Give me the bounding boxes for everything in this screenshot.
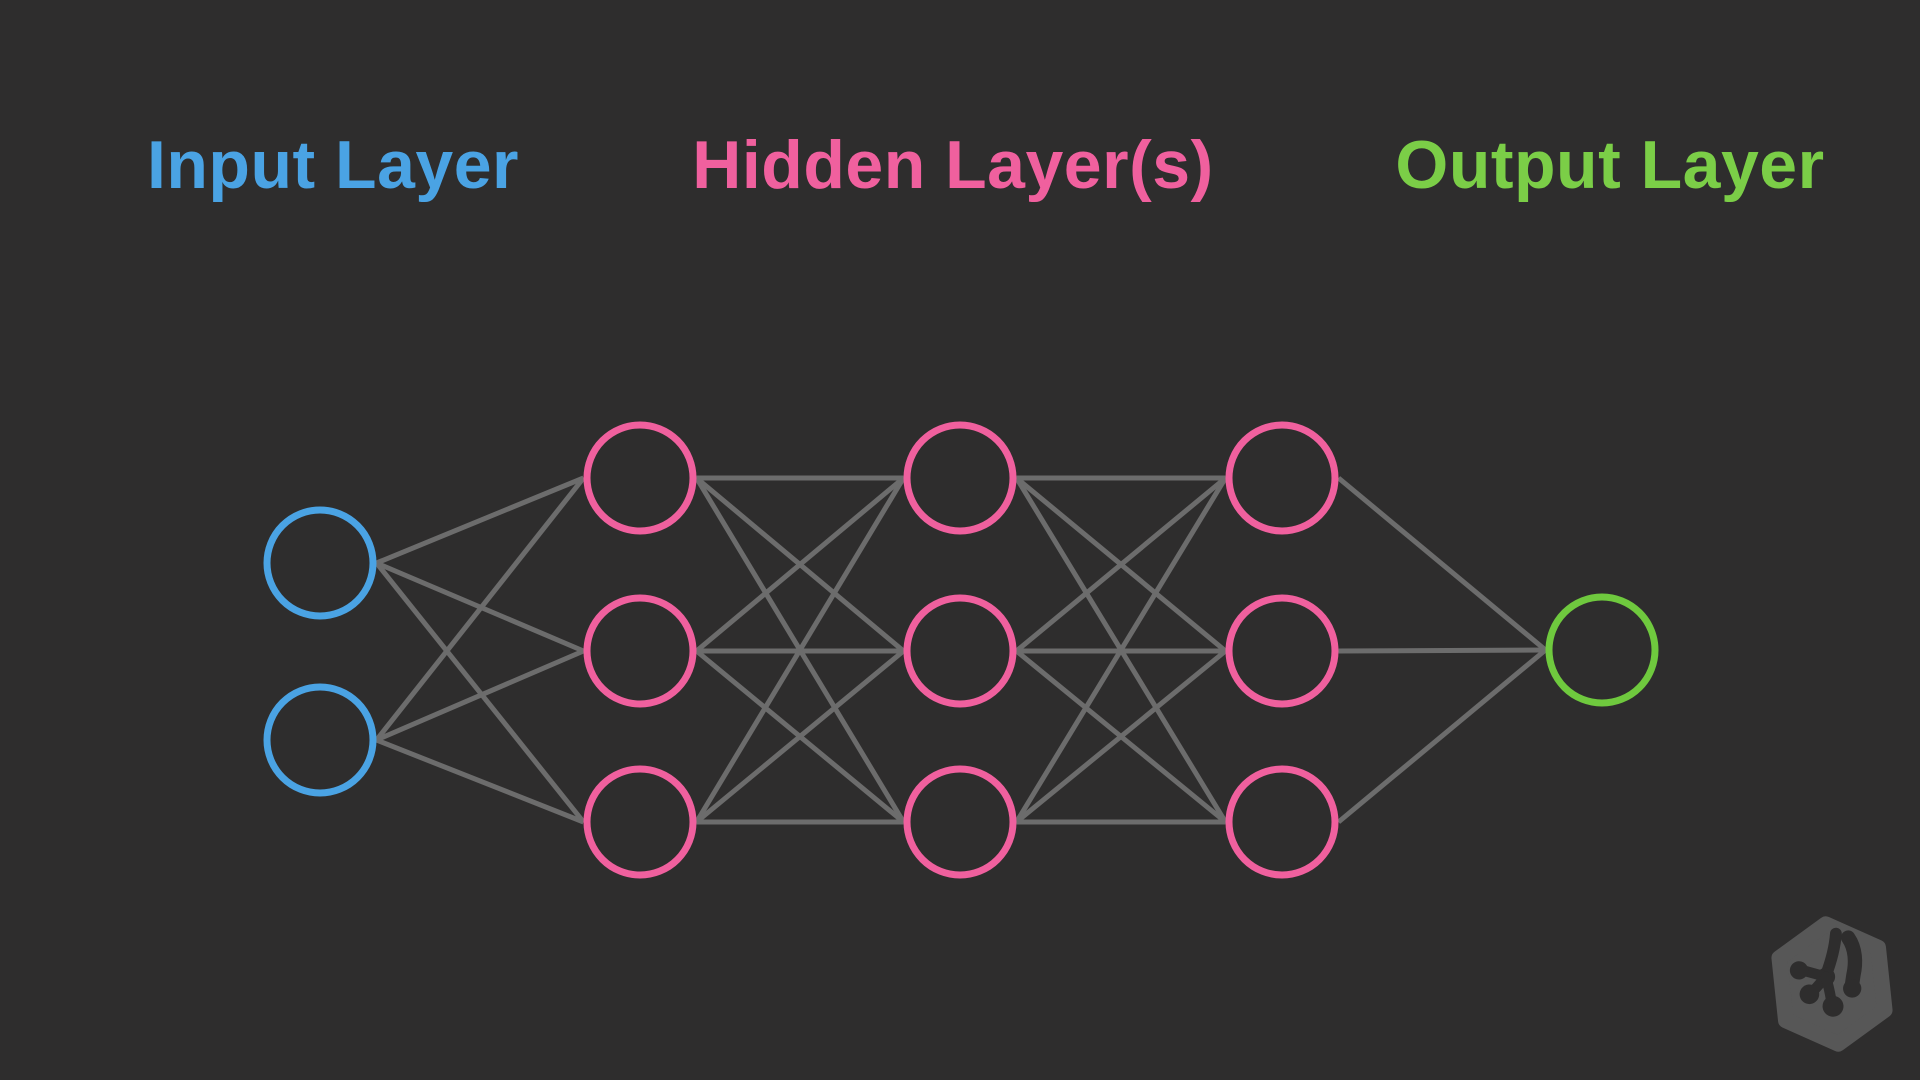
logo-group — [1771, 916, 1893, 1052]
connection-line — [375, 648, 585, 743]
connection-line — [694, 649, 906, 824]
hidden-node — [583, 594, 697, 708]
connection-line — [374, 476, 586, 742]
connection-line — [1336, 648, 1548, 824]
connection-line — [375, 475, 585, 566]
connection-line — [1014, 649, 1228, 824]
hidden-node — [1225, 765, 1339, 879]
hidden-node — [583, 765, 697, 879]
connection-line — [694, 476, 906, 824]
hidden-node — [903, 421, 1017, 535]
connection-line — [1336, 476, 1548, 652]
hidden-node — [1225, 421, 1339, 535]
hidden-node — [1225, 594, 1339, 708]
connection-line — [1014, 476, 1228, 653]
hidden-node — [903, 765, 1017, 879]
hidden-node — [583, 421, 697, 535]
output-layer-title: Output Layer — [1395, 127, 1825, 203]
logo-tree-cutout — [1789, 927, 1863, 1017]
hidden-layer-title: Hidden Layer(s) — [692, 127, 1214, 203]
input-layer-title: Input Layer — [147, 127, 519, 203]
connection-line — [1014, 476, 1228, 824]
output-node — [1545, 593, 1659, 707]
connection-line — [694, 476, 906, 653]
connection-line — [374, 561, 586, 824]
input-node — [263, 506, 377, 620]
connection-line — [1338, 647, 1546, 654]
connection-line — [375, 737, 585, 825]
treehouse-logo-icon — [1771, 916, 1893, 1052]
input-node — [263, 683, 377, 797]
hidden-node — [903, 594, 1017, 708]
